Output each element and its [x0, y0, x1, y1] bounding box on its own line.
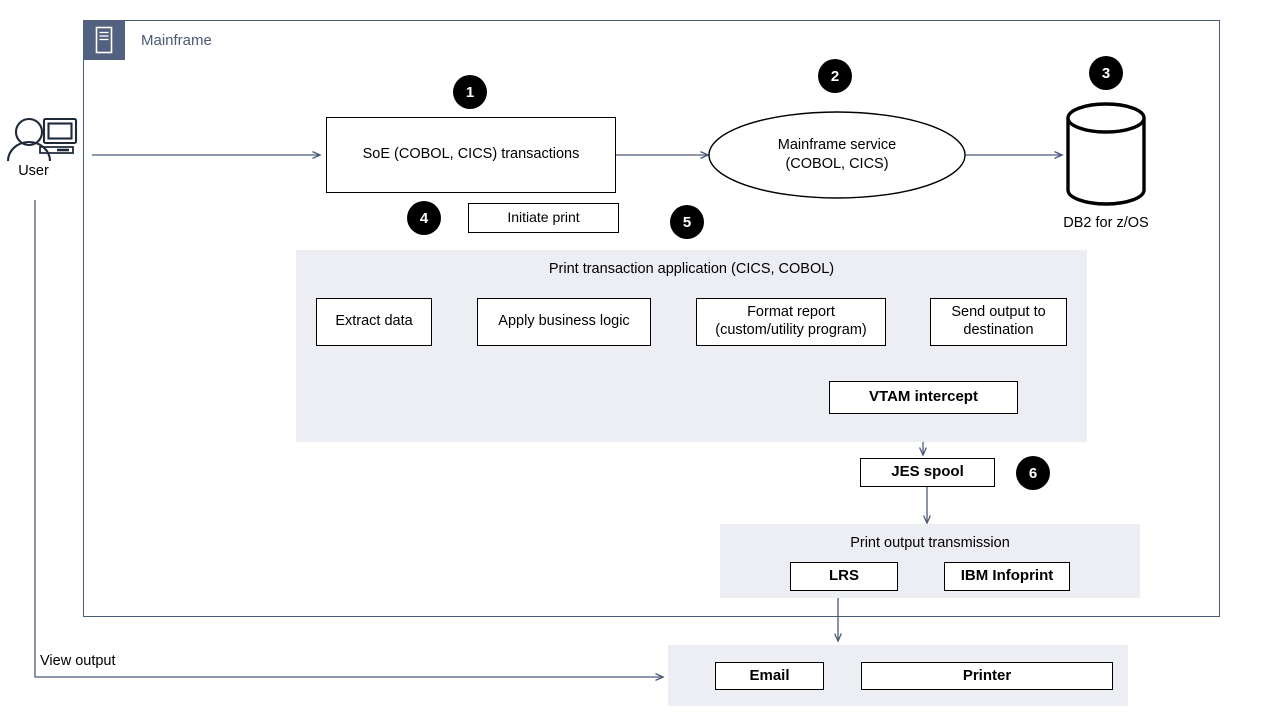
step-badge-3: 3: [1089, 56, 1123, 90]
initiate-print-box[interactable]: Initiate print: [468, 203, 619, 233]
step-badge-2: 2: [818, 59, 852, 93]
vtam-intercept-box[interactable]: VTAM intercept: [829, 381, 1018, 414]
mainframe-server-icon: [83, 20, 125, 60]
print-output-transmission-panel: Print output transmission: [720, 524, 1140, 598]
step-extract-data[interactable]: Extract data: [316, 298, 432, 346]
user-label: User: [18, 163, 49, 179]
step-badge-5: 5: [670, 205, 704, 239]
destination-email[interactable]: Email: [715, 662, 824, 690]
jes-spool-box[interactable]: JES spool: [860, 458, 995, 487]
mainframe-service-line2: (COBOL, CICS): [785, 155, 889, 172]
mainframe-title: Mainframe: [141, 31, 212, 49]
transmission-item-lrs[interactable]: LRS: [790, 562, 898, 591]
step-send-output[interactable]: Send output to destination: [930, 298, 1067, 346]
step-badge-1: 1: [453, 75, 487, 109]
view-output-label: View output: [40, 653, 116, 669]
step-badge-6: 6: [1016, 456, 1050, 490]
mainframe-boundary: [83, 20, 1220, 617]
print-transaction-application-title: Print transaction application (CICS, COB…: [548, 261, 835, 277]
step-format-report[interactable]: Format report (custom/utility program): [696, 298, 886, 346]
mainframe-service-label: Mainframe service (COBOL, CICS): [709, 136, 965, 174]
step-format-report-line1: Format report: [747, 304, 835, 321]
soe-transactions-box[interactable]: SoE (COBOL, CICS) transactions: [326, 117, 616, 193]
step-format-report-line2: (custom/utility program): [715, 322, 867, 338]
transmission-item-ibm-infoprint[interactable]: IBM Infoprint: [944, 562, 1070, 591]
database-label: DB2 for z/OS: [1063, 215, 1149, 231]
step-apply-business-logic[interactable]: Apply business logic: [477, 298, 651, 346]
user-icon-shape: [6, 117, 78, 162]
destination-printer[interactable]: Printer: [861, 662, 1113, 690]
step-send-output-line2: destination: [963, 322, 1034, 338]
mainframe-header: Mainframe: [83, 20, 1220, 60]
mainframe-service-line1: Mainframe service: [777, 137, 897, 153]
step-send-output-line1: Send output to: [951, 304, 1046, 321]
step-badge-4: 4: [407, 201, 441, 235]
print-output-transmission-title: Print output transmission: [850, 535, 1010, 551]
